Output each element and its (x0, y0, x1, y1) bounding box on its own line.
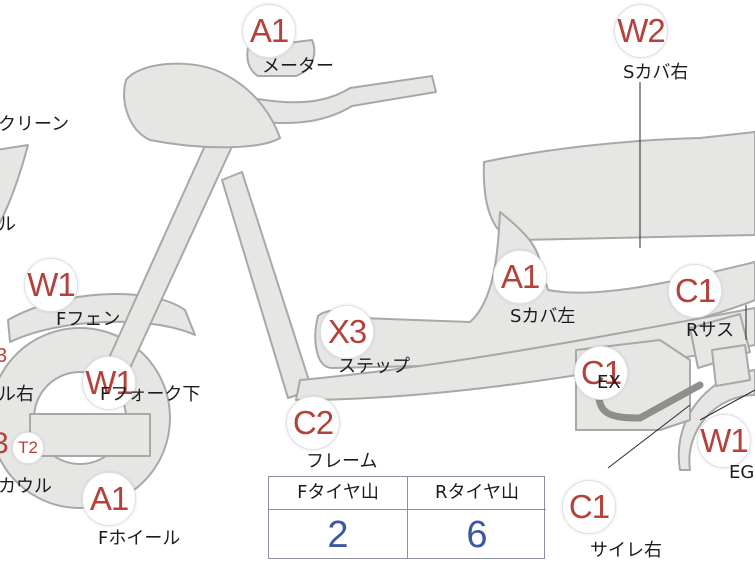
rear-tire-column: Rタイヤ山 6 (407, 477, 546, 558)
muffler-right-label: サイレ右 (590, 540, 662, 561)
f-wheel-label: Fホイール (98, 528, 181, 549)
r-sus-badge[interactable]: C1 (668, 264, 722, 318)
frame-down-tube[interactable] (221, 171, 313, 399)
f-wheel-badge[interactable]: A1 (82, 472, 136, 526)
r-side-label: ル右 (0, 384, 34, 405)
headlight-cowl[interactable] (123, 62, 281, 149)
cowl-label: カウル (0, 476, 52, 497)
f-fender-label: Fフェン (56, 309, 121, 330)
frame-badge[interactable]: C2 (286, 396, 340, 450)
rear-tire-value[interactable]: 6 (466, 514, 488, 556)
front-tire-header: Fタイヤ山 (269, 477, 407, 510)
left-edge-fragment-bottom: 3 (0, 427, 9, 460)
rear-tire-header: Rタイヤ山 (408, 477, 546, 510)
s-cover-left-badge[interactable]: A1 (493, 250, 547, 304)
leader-line-muffler (607, 404, 691, 469)
step-label: ステップ (338, 356, 410, 377)
cowl-small-badge[interactable]: T2 (12, 432, 44, 464)
f-fork-badge[interactable]: W1 (82, 356, 136, 410)
leader-line-eg (699, 389, 755, 421)
rear-wheel[interactable] (677, 369, 755, 471)
tire-tread-table: Fタイヤ山 2 Rタイヤ山 6 (268, 476, 546, 559)
seat[interactable] (482, 131, 755, 241)
lower-left-label: ル (0, 214, 16, 235)
s-cover-right-badge[interactable]: W2 (614, 4, 668, 58)
s-cover-right-label: Sカバ右 (623, 62, 689, 83)
left-edge-fragment-top: 3 (0, 345, 8, 367)
f-fork-label: Fフォーク下 (100, 384, 201, 405)
eg-label: EG (729, 462, 755, 483)
front-tire-value[interactable]: 2 (327, 514, 349, 556)
f-fender-badge[interactable]: W1 (24, 258, 78, 312)
side-cowl[interactable] (29, 413, 151, 457)
s-cover-left-label: Sカバ左 (510, 306, 576, 327)
muffler-right-badge[interactable]: C1 (562, 480, 616, 534)
rear-suspension-body[interactable] (711, 344, 751, 387)
screen-label: クリーン (0, 114, 70, 135)
meter-badge[interactable]: A1 (242, 4, 296, 58)
screen[interactable] (0, 144, 29, 230)
step-badge[interactable]: X3 (320, 305, 374, 359)
frame-label: フレーム (306, 451, 378, 472)
front-tire-column: Fタイヤ山 2 (269, 477, 407, 558)
front-fork[interactable] (99, 129, 235, 391)
meter-label: メーター (262, 56, 334, 77)
r-sus-label: Rサス (686, 320, 735, 341)
frame-rail[interactable] (295, 307, 755, 401)
ex-badge[interactable]: C1 (574, 346, 628, 400)
eg-badge[interactable]: W1 (697, 414, 751, 468)
ex-label: EX (597, 372, 621, 393)
